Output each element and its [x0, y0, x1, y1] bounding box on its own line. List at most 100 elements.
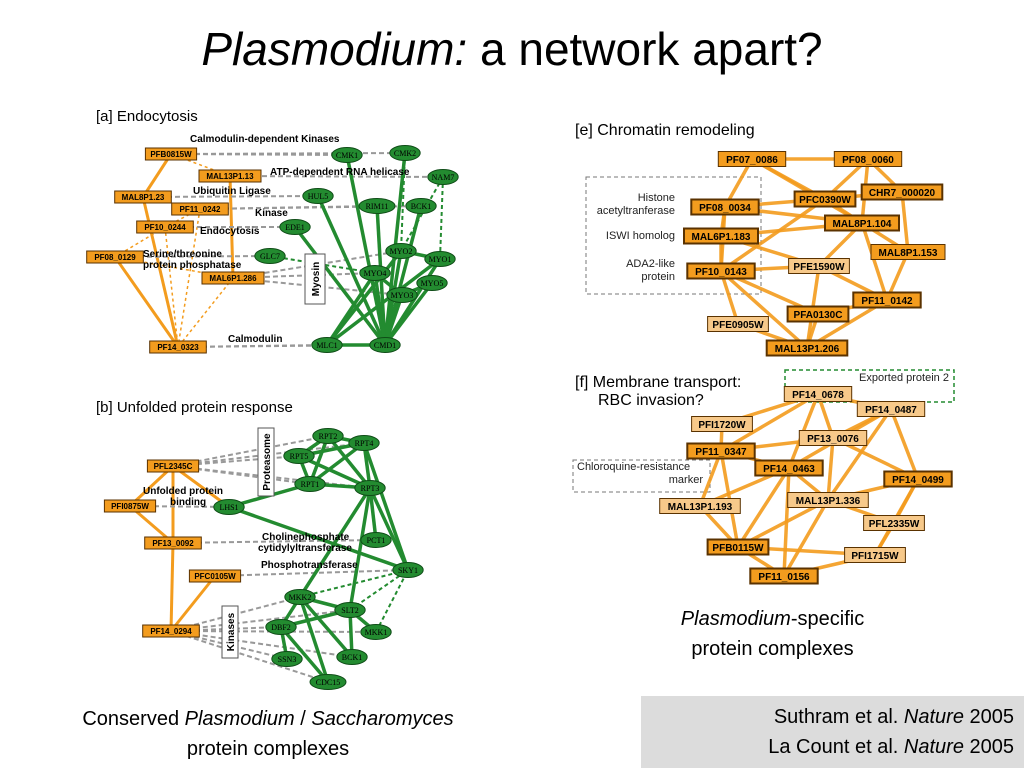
edge-e-29 — [860, 222, 889, 301]
annotation-b-2: Cholinephosphate — [262, 532, 350, 543]
svg-text:PF11_0242: PF11_0242 — [180, 205, 221, 214]
svg-text:RPT2: RPT2 — [319, 432, 338, 441]
node-cdc15: CDC15 — [309, 674, 347, 690]
node-pfe0905w: PFE0905W — [707, 316, 769, 332]
node-pf10-0143: PF10_0143 — [686, 262, 756, 280]
node-rpt2: RPT2 — [312, 428, 344, 444]
node-pf07-0086: PF07_0086 — [717, 151, 787, 167]
svg-text:MAL8P1.23: MAL8P1.23 — [122, 193, 165, 202]
svg-text:NAM7: NAM7 — [432, 173, 455, 182]
edge-b-9 — [172, 465, 311, 485]
svg-text:PFI0875W: PFI0875W — [111, 502, 149, 511]
node-pf14-0463: PF14_0463 — [754, 459, 824, 477]
panel-a: PFB0815WMAL13P1.13MAL8P1.23PF11_0242PF10… — [86, 108, 459, 354]
group-label-e-2: ADA2-like — [626, 258, 675, 270]
svg-text:RPT1: RPT1 — [301, 480, 320, 489]
annotation-a-4: Endocytosis — [200, 226, 260, 237]
svg-text:MLC1: MLC1 — [316, 341, 337, 350]
edge-e-31 — [720, 197, 826, 273]
node-pfa0130c: PFA0130C — [786, 305, 850, 323]
svg-text:HUL5: HUL5 — [308, 192, 328, 201]
node-ede1: EDE1 — [279, 219, 311, 235]
edge-a-39 — [325, 257, 442, 347]
caption-specific-complexes: Plasmodium-specific protein complexes — [650, 604, 895, 664]
svg-text:RPT4: RPT4 — [355, 439, 374, 448]
group-label-e-0: Histone — [638, 192, 675, 204]
panel-heading-e: [e] Chromatin remodeling — [575, 122, 755, 139]
edge-a-27 — [316, 195, 387, 346]
svg-text:RPT5: RPT5 — [290, 452, 309, 461]
group-label2-f-1: marker — [669, 474, 704, 486]
svg-text:PFC0105W: PFC0105W — [194, 572, 236, 581]
edge-b-20 — [170, 630, 329, 683]
node-rpt3: RPT3 — [354, 480, 386, 496]
edge-a-6 — [164, 226, 179, 348]
caption-right-line2: protein complexes — [691, 638, 854, 660]
node-pf08-0060: PF08_0060 — [833, 151, 903, 167]
svg-text:MKK1: MKK1 — [365, 628, 388, 637]
svg-text:PFC0390W: PFC0390W — [799, 195, 851, 206]
svg-text:MAL13P1.13: MAL13P1.13 — [206, 172, 254, 181]
node-hul5: HUL5 — [302, 188, 334, 204]
svg-text:MYO2: MYO2 — [390, 247, 413, 256]
node-pf13-0076: PF13_0076 — [798, 430, 868, 446]
node-myo5: MYO5 — [416, 275, 448, 291]
svg-text:SLT2: SLT2 — [341, 606, 359, 615]
annotation-a-3: Kinase — [255, 208, 288, 219]
node-pf14-0294: PF14_0294 — [142, 624, 200, 638]
node-mkk1: MKK1 — [360, 624, 392, 640]
edge-a-40 — [439, 176, 444, 260]
svg-text:CMK1: CMK1 — [336, 151, 358, 160]
edge-b-30 — [308, 441, 366, 486]
panel-heading-a: [a] Endocytosis — [96, 108, 198, 125]
edge-a-1 — [170, 153, 231, 177]
svg-text:PF14_0463: PF14_0463 — [763, 464, 815, 475]
svg-text:DBF2: DBF2 — [271, 623, 291, 632]
node-pf11-0142: PF11_0142 — [852, 291, 922, 309]
node-mal6p1-286: MAL6P1.286 — [201, 271, 265, 285]
svg-text:MYO1: MYO1 — [429, 255, 452, 264]
svg-text:PF10_0244: PF10_0244 — [144, 223, 186, 232]
citation-box: Suthram et al. Nature 2005 La Count et a… — [641, 696, 1024, 768]
edge-b-17 — [170, 630, 377, 633]
node-bck1: BCK1 — [336, 649, 368, 665]
edge-b-24 — [326, 434, 372, 490]
node-mlc1: MLC1 — [311, 337, 343, 353]
edge-a-38 — [325, 272, 377, 346]
panel-heading-f-line2: RBC invasion? — [598, 392, 704, 409]
svg-text:MYO4: MYO4 — [364, 269, 387, 278]
node-rim11: RIM11 — [358, 198, 396, 214]
node-bck1: BCK1 — [405, 198, 437, 214]
node-mkk2: MKK2 — [284, 589, 316, 605]
svg-text:MYO5: MYO5 — [421, 279, 444, 288]
edge-b-42 — [279, 625, 330, 684]
svg-text:MKK2: MKK2 — [289, 593, 312, 602]
edge-b-49 — [298, 595, 354, 659]
node-cmk1: CMK1 — [331, 147, 363, 163]
node-dbf2: DBF2 — [265, 619, 297, 635]
svg-text:RPT3: RPT3 — [361, 484, 380, 493]
group-box-chromatin — [585, 176, 762, 295]
node-pf08-0034: PF08_0034 — [690, 198, 760, 216]
svg-text:Myosin: Myosin — [311, 262, 322, 296]
svg-text:PFB0115W: PFB0115W — [712, 543, 764, 554]
edge-f-9 — [698, 450, 723, 507]
edge-f-15 — [826, 437, 835, 501]
group-label-f-1: Chloroquine-resistance — [577, 461, 690, 473]
node-pct1: PCT1 — [360, 532, 392, 548]
svg-text:PF13_0076: PF13_0076 — [807, 434, 859, 445]
node-mal13p1-193: MAL13P1.193 — [659, 498, 741, 514]
node-mal13p1-336: MAL13P1.336 — [787, 492, 869, 508]
svg-text:MAL6P1.286: MAL6P1.286 — [209, 274, 257, 283]
svg-text:PFL2335W: PFL2335W — [869, 519, 920, 530]
node-slt2: SLT2 — [334, 602, 366, 618]
svg-text:CMD1: CMD1 — [374, 341, 396, 350]
node-pfe1590w: PFE1590W — [788, 258, 850, 274]
svg-text:SSN3: SSN3 — [278, 655, 297, 664]
edge-e-21 — [719, 270, 740, 325]
svg-text:PFI1715W: PFI1715W — [851, 551, 899, 562]
svg-text:PCT1: PCT1 — [367, 536, 386, 545]
svg-text:PF14_0487: PF14_0487 — [865, 405, 917, 416]
node-pfi1715w: PFI1715W — [844, 547, 906, 563]
annotation-b-3: cytidylyltransferase — [258, 543, 352, 554]
